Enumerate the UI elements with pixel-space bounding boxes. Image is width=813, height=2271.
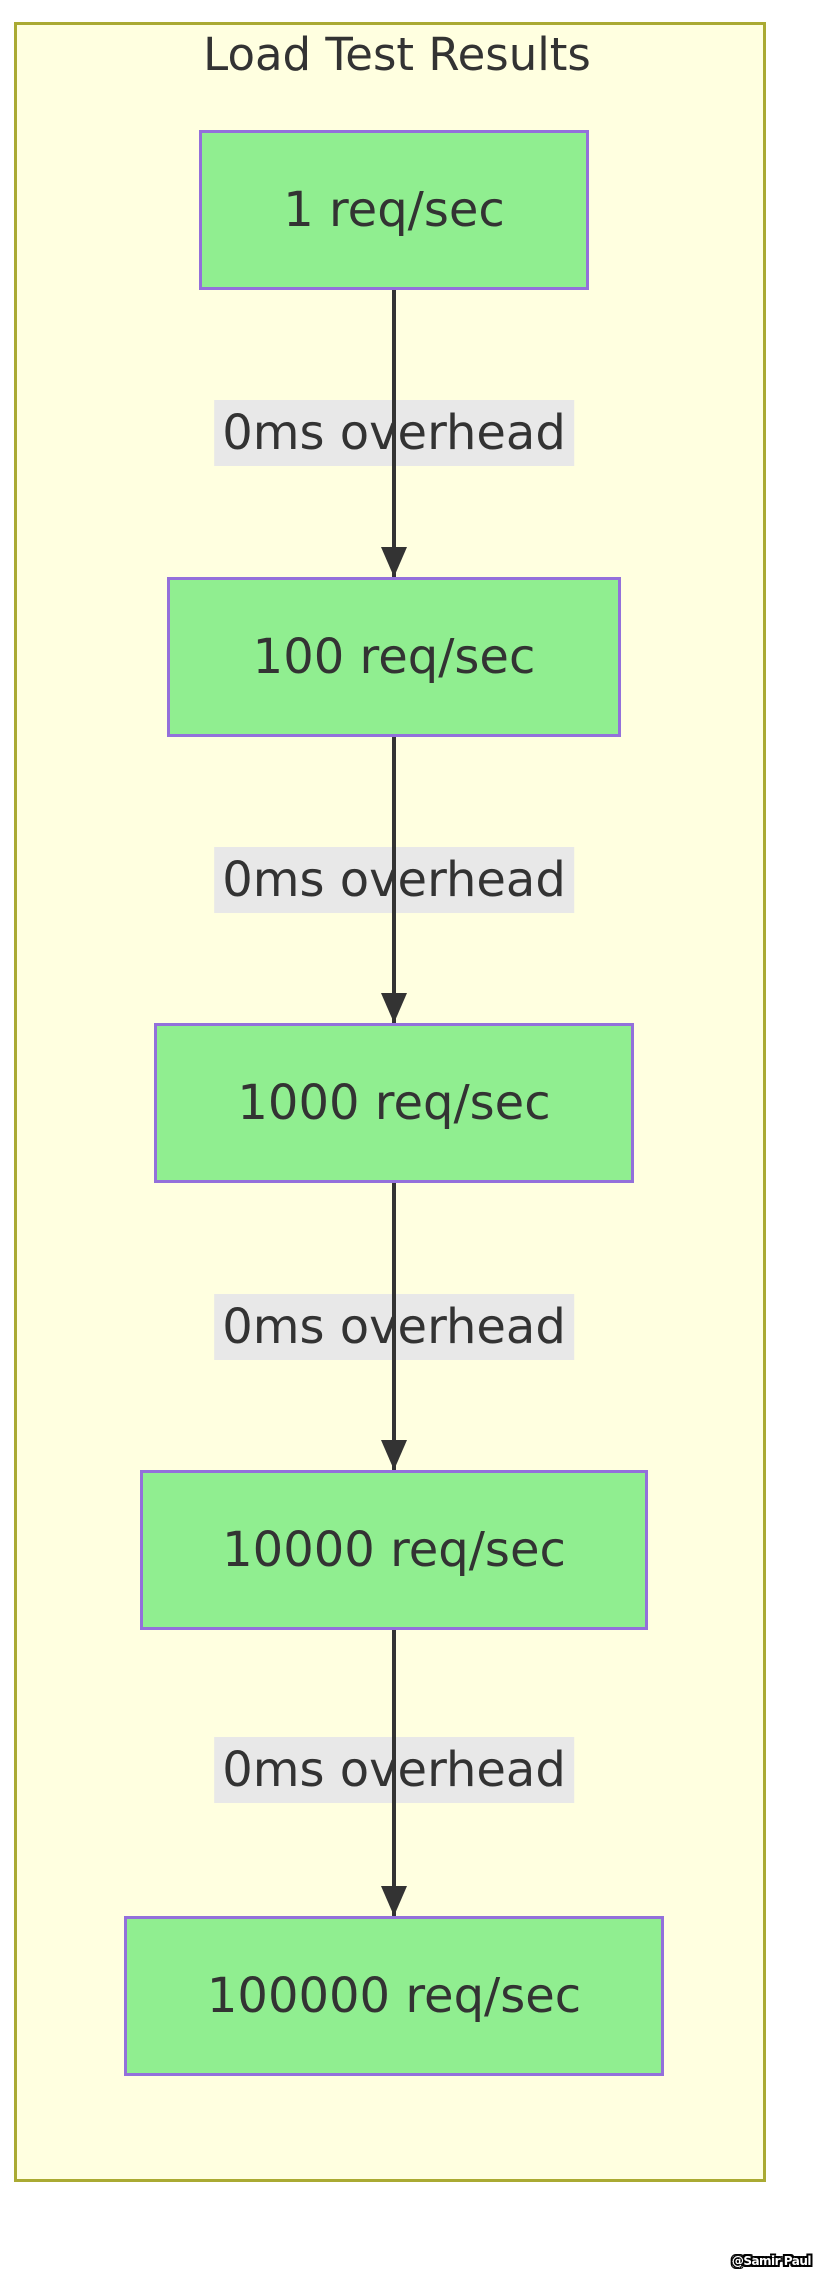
edge-line-a-b [392,290,396,577]
arrowhead-icon [381,1886,407,1916]
node-100000-req-sec: 100000 req/sec [124,1916,664,2076]
arrowhead-icon [381,1440,407,1470]
node-100-req-sec: 100 req/sec [167,577,621,737]
arrowhead-icon [381,547,407,577]
edge-line-b-c [392,737,396,1023]
node-10000-req-sec: 10000 req/sec [140,1470,648,1630]
edge-line-d-e [392,1630,396,1916]
node-1000-req-sec: 1000 req/sec [154,1023,634,1183]
arrowhead-icon [381,993,407,1023]
edge-line-c-d [392,1183,396,1470]
node-1-req-sec: 1 req/sec [199,130,589,290]
cluster-title: Load Test Results [203,28,591,81]
watermark: @Samir Paul [731,2254,812,2268]
